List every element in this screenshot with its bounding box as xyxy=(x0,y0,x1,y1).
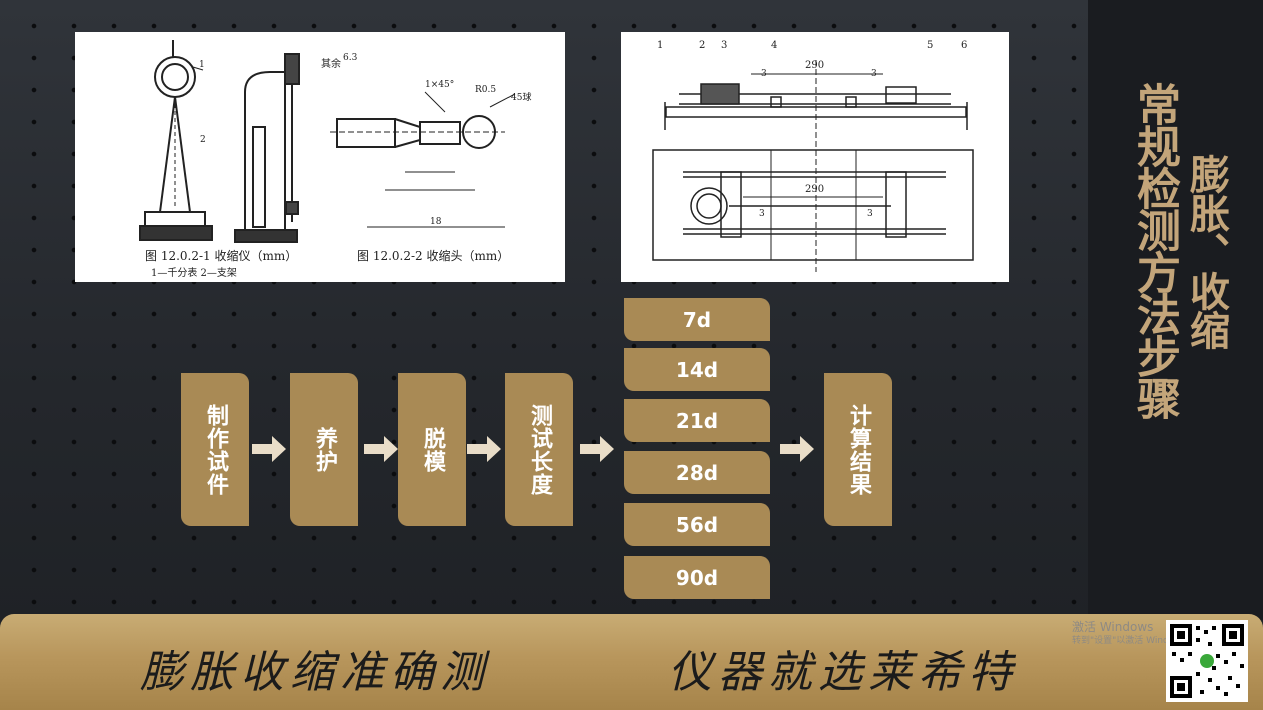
age-90d: 90d xyxy=(624,556,770,599)
length-label: 18 xyxy=(430,217,442,227)
chamfer-label: 1×45° xyxy=(425,80,454,90)
arrow-right-icon xyxy=(252,436,286,462)
age-28d: 28d xyxy=(624,451,770,494)
comparator-frame-figure: 1 2 3 4 5 6 290 290 3 3 3 3 xyxy=(621,32,1009,282)
frame-label-4: 4 xyxy=(771,40,777,51)
ball-label: 45球 xyxy=(511,91,531,103)
frame-label-2: 2 xyxy=(699,40,705,51)
frame-label-3: 3 xyxy=(721,40,727,51)
arrow-right-icon xyxy=(580,436,614,462)
windows-activation-watermark: 激活 Windows 转到"设置"以激活 Windows。 xyxy=(1072,620,1195,648)
label-2: 2 xyxy=(200,135,206,145)
step-make-specimen: 制作试件 xyxy=(181,373,249,526)
step-calculate-result: 计算结果 xyxy=(824,373,892,526)
bottom-banner xyxy=(0,614,1263,710)
radius-label: R0.5 xyxy=(475,85,496,95)
dimension-top: 290 xyxy=(805,60,824,71)
shrinkage-instrument-figure: 1 2 其余 6.3 1×45° R0.5 45球 18 图 12.0.2-1 … xyxy=(75,32,565,282)
title-panel xyxy=(1088,0,1263,620)
age-14d: 14d xyxy=(624,348,770,391)
offset-left: 3 xyxy=(761,69,767,79)
step-curing: 养护 xyxy=(290,373,358,526)
slogan-brand: 仪器就选莱希特 xyxy=(668,647,1018,698)
qr-code xyxy=(1166,620,1248,702)
page-subtitle: 膨胀、收缩 xyxy=(1183,154,1229,349)
frame-drawing: 1 2 3 4 5 6 290 290 3 3 3 3 xyxy=(652,40,974,272)
age-21d: 21d xyxy=(624,399,770,442)
offset-bottom-left: 3 xyxy=(759,209,765,219)
roughness-value: 6.3 xyxy=(343,53,358,63)
frame-label-6: 6 xyxy=(961,40,967,51)
watermark-line-2: 转到"设置"以激活 Windows。 xyxy=(1072,636,1196,646)
roughness-label: 其余 xyxy=(321,57,341,70)
step-demold: 脱模 xyxy=(398,373,466,526)
page-title: 常规检测方法步骤 xyxy=(1129,82,1180,418)
figure-caption-1: 图 12.0.2-1 收缩仪（mm） xyxy=(145,248,297,263)
watermark-line-1: 激活 Windows xyxy=(1072,620,1154,634)
label-1: 1 xyxy=(199,60,205,70)
frame-label-1: 1 xyxy=(657,40,663,51)
slogan-measure: 膨胀收缩准确测 xyxy=(140,647,490,698)
offset-right: 3 xyxy=(871,69,877,79)
frame-label-5: 5 xyxy=(927,40,933,51)
arrow-right-icon xyxy=(780,436,814,462)
age-56d: 56d xyxy=(624,503,770,546)
figure-caption-1-note: 1—千分表 2—支架 xyxy=(151,266,237,279)
arrow-right-icon xyxy=(364,436,398,462)
qr-code-icon xyxy=(1170,624,1244,698)
dimension-bottom: 290 xyxy=(805,184,824,195)
step-measure-length: 测试长度 xyxy=(505,373,573,526)
age-7d: 7d xyxy=(624,298,770,341)
arrow-right-icon xyxy=(467,436,501,462)
offset-bottom-right: 3 xyxy=(867,209,873,219)
instrument-drawing: 1 2 其余 6.3 1×45° R0.5 45球 18 图 12.0.2-1 … xyxy=(139,40,531,279)
figure-caption-2: 图 12.0.2-2 收缩头（mm） xyxy=(357,248,509,263)
